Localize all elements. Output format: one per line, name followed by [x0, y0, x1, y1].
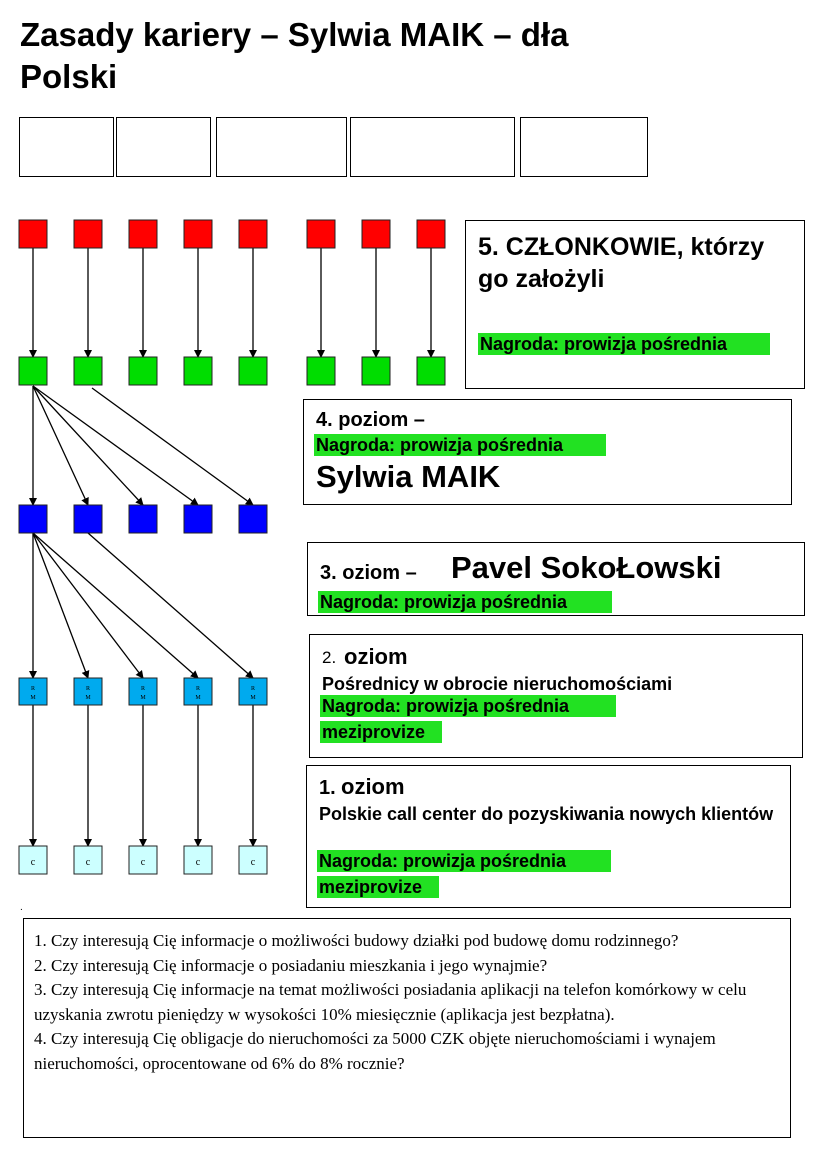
level-4-node-2	[73, 356, 103, 386]
level-1-node-4	[183, 845, 213, 875]
level-1-node-5	[238, 845, 268, 875]
level-1-description: Polskie call center do pozyskiwania nowy…	[319, 804, 774, 824]
question-1: 1. Czy interesują Cię informacje o możli…	[34, 931, 679, 950]
level-1-node-label-1: c	[31, 857, 36, 868]
level-1-node-label-5: c	[251, 857, 256, 868]
level-2-number: 2.	[322, 648, 337, 667]
level-5-reward: Nagroda: prowizja pośrednia	[478, 333, 770, 355]
level-4-node-5	[238, 356, 268, 386]
level-4-heading: 4. poziom –	[316, 409, 425, 431]
empty-box-4	[350, 117, 515, 177]
level-4-node-7	[361, 356, 391, 386]
level-2-node-label-2-3: M	[140, 695, 146, 701]
question-4: 4. Czy interesują Cię obligacje do nieru…	[34, 1029, 716, 1073]
level-1-node-label-4: c	[196, 857, 201, 868]
level-4-reward: Nagroda: prowizja pośrednia	[314, 434, 606, 456]
level-1-number: 1.	[319, 777, 336, 799]
level-2-reward: Nagroda: prowizja pośrednia	[320, 695, 616, 717]
level-1-box: 1. oziom Polskie call center do pozyskiw…	[306, 765, 791, 908]
empty-box-5	[520, 117, 648, 177]
level-2-node-4	[183, 677, 213, 706]
level-3-node-2	[73, 504, 103, 534]
level-4-name: Sylwia MAIK	[316, 459, 501, 494]
level-3-node-4	[183, 504, 213, 534]
level-3-reward: Nagroda: prowizja pośrednia	[318, 591, 612, 613]
empty-box-2	[116, 117, 211, 177]
level-2-node-label-3: R	[141, 686, 145, 692]
level-5-node-1	[18, 219, 48, 249]
level-1-word: oziom	[341, 774, 405, 799]
level-4-node-3	[128, 356, 158, 386]
arrow-3-to-2-3	[32, 532, 144, 679]
level-5-node-4	[183, 219, 213, 249]
level-1-node-label-3: c	[141, 857, 146, 868]
level-2-node-label-2-5: M	[250, 695, 256, 701]
level-2-node-1	[18, 677, 48, 706]
level-4-node-6	[306, 356, 336, 386]
level-1-reward-secondary: meziprovize	[317, 876, 439, 898]
level-2-box: 2. oziom Pośrednicy w obrocie nieruchomo…	[309, 634, 803, 758]
level-4-node-8	[416, 356, 446, 386]
level-3-node-5	[238, 504, 268, 534]
level-2-description: Pośrednicy w obrocie nieruchomościami	[322, 674, 673, 694]
level-4-box: 4. poziom – Nagroda: prowizja pośrednia …	[303, 399, 792, 505]
arrow-3-to-2-5	[87, 532, 254, 679]
level-1-node-3	[128, 845, 158, 875]
level-2-node-label-2-4: M	[195, 695, 201, 701]
level-3-box: 3. oziom – Pavel SokoŁowski Nagroda: pro…	[307, 542, 805, 616]
page-title: Zasady kariery – Sylwia MAIK – dła Polsk…	[20, 16, 569, 95]
level-4-node-1	[18, 356, 48, 386]
level-2-node-label-1: R	[31, 686, 35, 692]
question-3: 3. Czy interesują Cię informacje na tema…	[34, 980, 747, 1024]
arrow-4-to-3-2	[32, 385, 89, 506]
level-1-node-2	[73, 845, 103, 875]
level-1-reward: Nagroda: prowizja pośrednia	[317, 850, 611, 872]
arrow-4-to-3-4	[32, 385, 199, 506]
level-5-node-6	[306, 219, 336, 249]
arrow-4-to-3-5	[91, 387, 254, 506]
level-1-node-1	[18, 845, 48, 875]
level-3-node-3	[128, 504, 158, 534]
question-2: 2. Czy interesują Cię informacje o posia…	[34, 955, 548, 975]
questions-box: 1. Czy interesują Cię informacje o możli…	[23, 918, 791, 1138]
level-5-node-3	[128, 219, 158, 249]
level-2-node-2	[73, 677, 103, 706]
level-2-node-label-2: R	[86, 686, 90, 692]
level-5-heading: 5. CZŁONKOWIE, którzy go założyli	[478, 233, 765, 293]
level-5-node-7	[361, 219, 391, 249]
level-5-box: 5. CZŁONKOWIE, którzy go założyli Nagrod…	[465, 220, 805, 389]
level-1-node-label-2: c	[86, 857, 91, 868]
level-2-node-label-5: R	[251, 686, 255, 692]
level-3-name: Pavel SokoŁowski	[451, 550, 722, 585]
level-4-node-4	[183, 356, 213, 386]
level-5-node-5	[238, 219, 268, 249]
empty-box-3	[216, 117, 347, 177]
empty-box-1	[19, 117, 114, 177]
arrow-4-to-3-3	[32, 385, 144, 506]
level-3-prefix: 3. oziom –	[320, 562, 417, 584]
level-3-node-1	[18, 504, 48, 534]
level-5-node-2	[73, 219, 103, 249]
level-5-node-8	[416, 219, 446, 249]
level-2-node-label-4: R	[196, 686, 200, 692]
level-2-node-label-2-1: M	[30, 695, 36, 701]
stray-dot: .	[20, 902, 23, 913]
level-2-node-3	[128, 677, 158, 706]
level-2-node-label-2-2: M	[85, 695, 91, 701]
arrow-3-to-2-2	[32, 532, 90, 679]
level-2-reward-secondary: meziprovize	[320, 721, 442, 743]
level-2-node-5	[238, 677, 268, 706]
level-2-word: oziom	[344, 644, 408, 669]
arrow-3-to-2-4	[32, 532, 199, 679]
